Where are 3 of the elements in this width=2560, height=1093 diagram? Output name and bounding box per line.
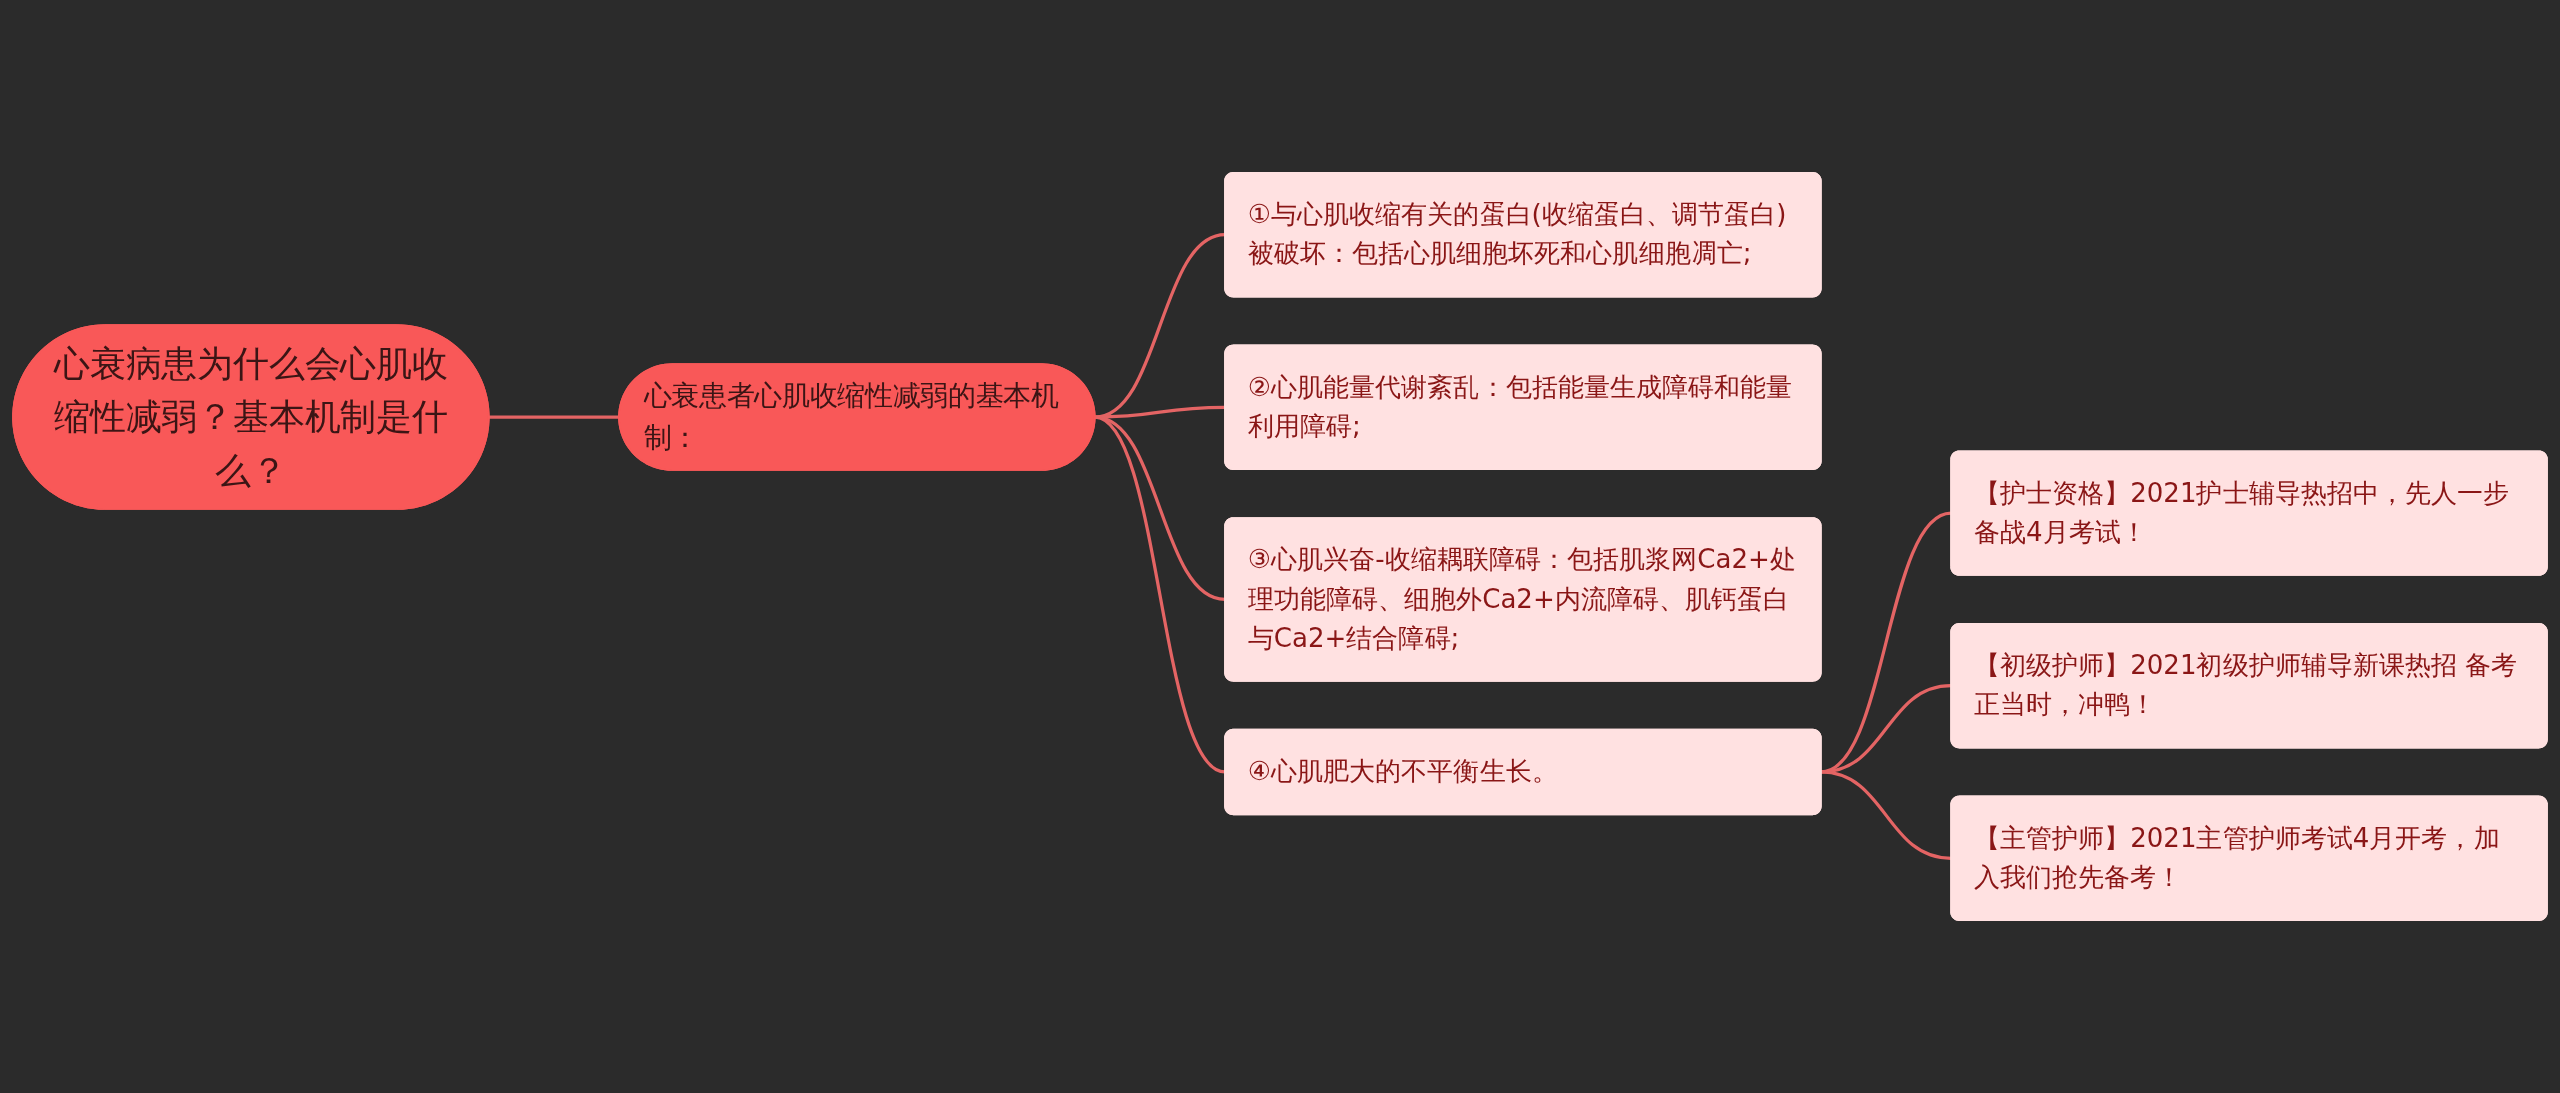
connector [1820, 770, 1952, 860]
connector [488, 415, 619, 419]
connector [1094, 405, 1225, 419]
